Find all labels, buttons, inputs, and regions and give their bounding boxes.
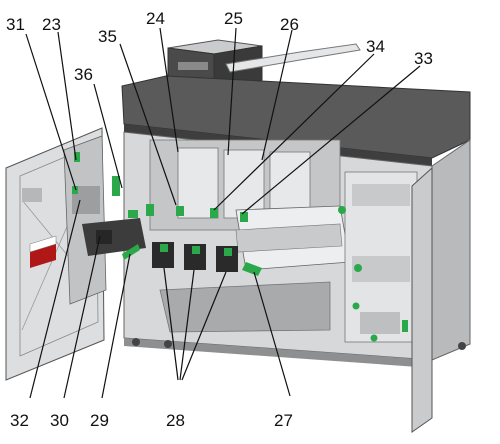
callout-30: 30 — [50, 411, 69, 430]
callout-27: 27 — [274, 411, 293, 430]
callout-29: 29 — [90, 411, 109, 430]
callout-32: 32 — [10, 411, 29, 430]
callout-35: 35 — [98, 27, 117, 46]
machine-illustration — [5, 39, 471, 433]
callout-36: 36 — [74, 65, 93, 84]
callout-24: 24 — [146, 9, 165, 28]
black-levers — [152, 242, 238, 272]
green-handles — [72, 152, 408, 342]
callout-26: 26 — [280, 15, 299, 34]
callout-34: 34 — [366, 37, 385, 56]
right-front-door — [411, 166, 433, 433]
callout-23: 23 — [42, 15, 61, 34]
leader-lines — [25, 27, 421, 399]
callout-25: 25 — [224, 9, 243, 28]
callout-28: 28 — [166, 411, 185, 430]
callout-31: 31 — [6, 15, 25, 34]
callout-labels: 23 24 25 26 27 28 29 30 31 32 33 34 35 3… — [6, 9, 433, 430]
callout-33: 33 — [414, 49, 433, 68]
